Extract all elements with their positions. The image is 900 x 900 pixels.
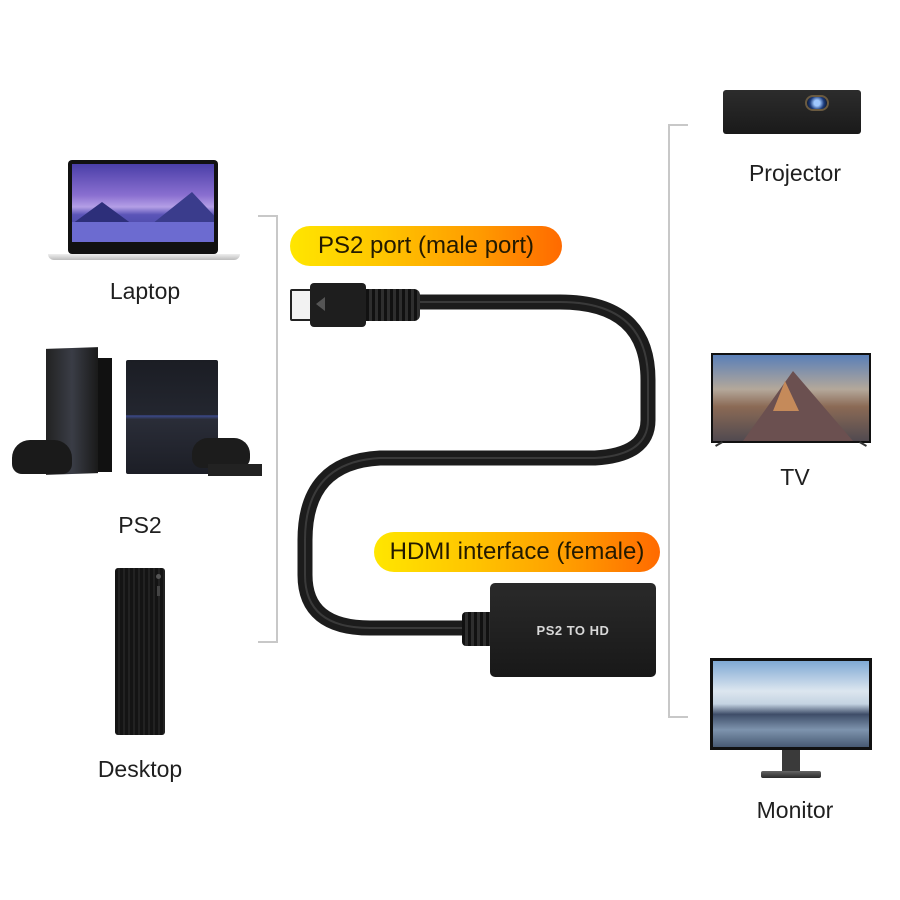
ps2-console-image	[10, 344, 265, 480]
right-group-bracket	[668, 124, 688, 718]
display-label-projector: Projector	[748, 160, 842, 186]
strain-relief	[366, 289, 420, 321]
tv-image	[711, 353, 871, 451]
connector-tip	[290, 289, 312, 321]
display-label-monitor: Monitor	[756, 797, 834, 823]
projector-image	[723, 90, 861, 134]
hdmi-adapter-strain-relief	[462, 612, 492, 646]
laptop-base	[48, 254, 240, 260]
ps2-port-callout: PS2 port (male port)	[290, 226, 562, 266]
arrow-icon	[316, 297, 325, 311]
laptop-image	[48, 158, 240, 262]
desktop-tower-image	[115, 568, 165, 735]
source-label-ps2: PS2	[118, 512, 162, 538]
source-label-desktop: Desktop	[97, 756, 183, 782]
laptop-screen	[68, 160, 218, 254]
ps2-male-connector	[290, 283, 425, 327]
monitor-image	[710, 658, 872, 780]
hdmi-interface-callout: HDMI interface (female)	[374, 532, 660, 572]
adapter-label: PS2 TO HD	[536, 622, 610, 638]
source-label-laptop: Laptop	[109, 278, 181, 304]
connector-housing	[310, 283, 366, 327]
left-group-bracket	[258, 215, 278, 643]
hdmi-adapter-box: PS2 TO HD	[490, 583, 656, 677]
projector-lens-icon	[805, 95, 829, 111]
display-label-tv: TV	[780, 464, 810, 490]
